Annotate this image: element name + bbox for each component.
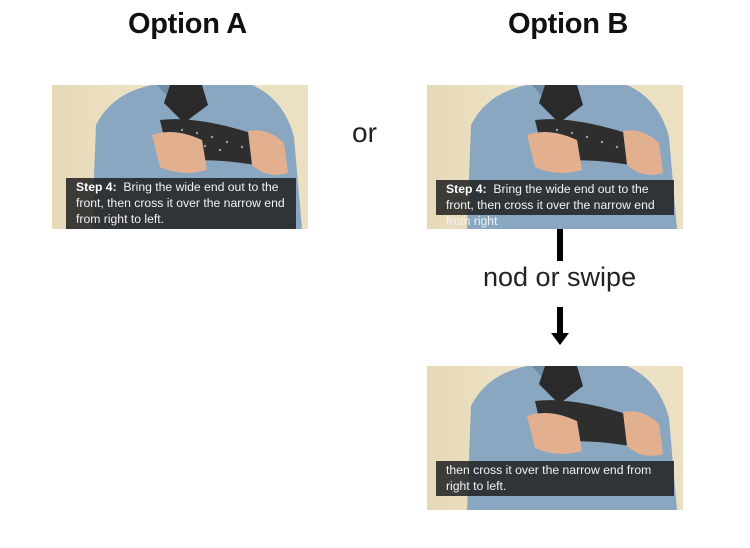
action-label: nod or swipe (483, 262, 637, 292)
step-caption: Step 4: Bring the wide end out to the fr… (66, 178, 296, 229)
option-b-card-2: then cross it over the narrow end from r… (427, 366, 683, 510)
step-caption: then cross it over the narrow end from r… (436, 461, 674, 496)
arrow-shaft (557, 307, 563, 335)
step-label: Step 4: (76, 180, 117, 194)
option-b-card-1: Step 4: Bring the wide end out to the fr… (427, 85, 683, 229)
step-caption: Step 4: Bring the wide end out to the fr… (436, 180, 674, 228)
option-a-card: Step 4: Bring the wide end out to the fr… (52, 85, 308, 229)
option-a-heading: Option A (128, 8, 247, 40)
option-b-heading: Option B (508, 8, 629, 40)
step-text: then cross it over the narrow end from r… (446, 463, 652, 493)
step-text: Bring the wide end out to the front, the… (76, 180, 285, 226)
step-text: Bring the wide end out to the front, the… (446, 182, 655, 228)
connector-line (557, 229, 563, 261)
step-label: Step 4: (446, 182, 487, 196)
or-separator: or (352, 117, 377, 148)
down-arrow-icon (551, 333, 569, 345)
